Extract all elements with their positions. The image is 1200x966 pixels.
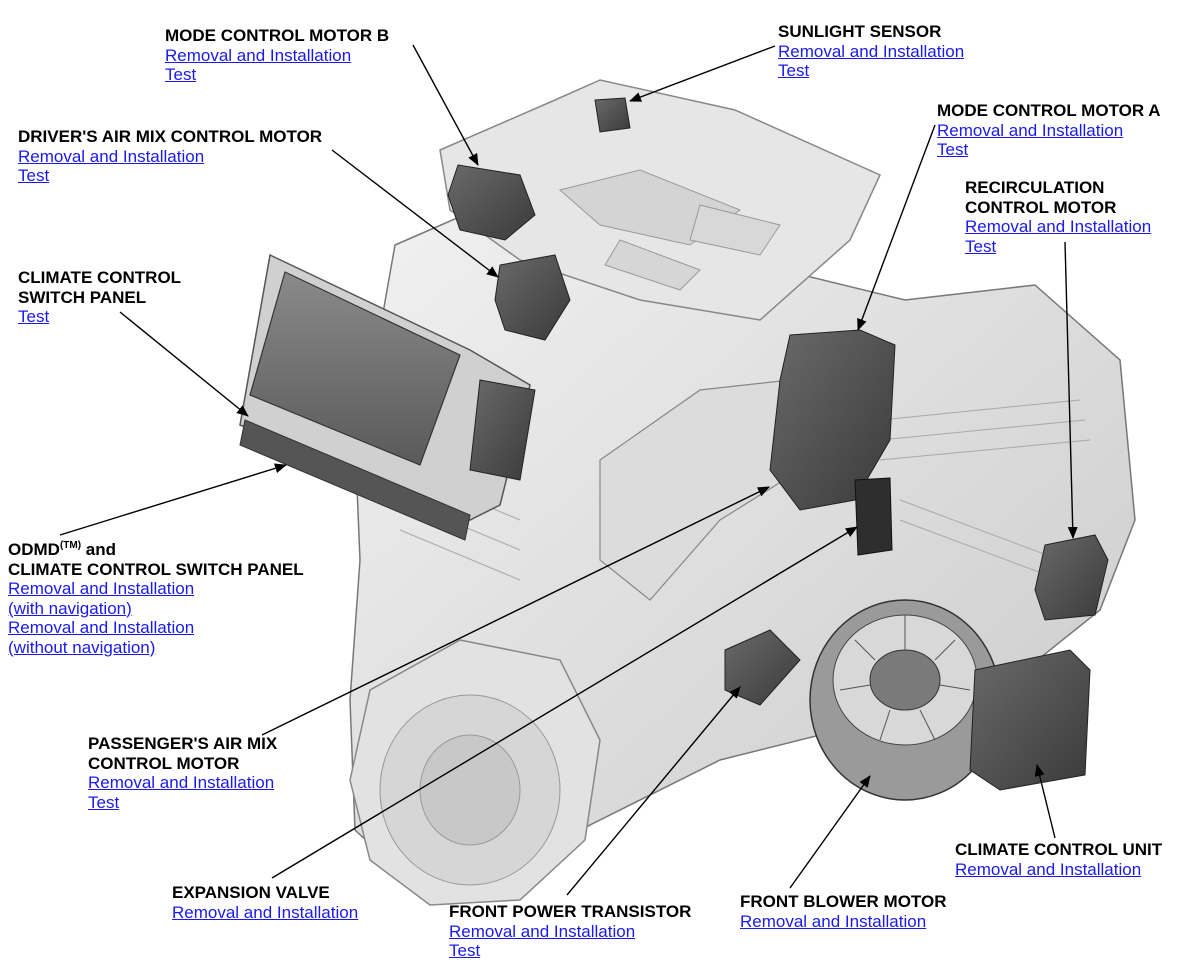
- removal-installation-link[interactable]: Removal and Installation: [778, 41, 965, 61]
- callout-title-line-1: CLIMATE CONTROL: [18, 268, 182, 287]
- with-navigation-link[interactable]: (with navigation): [8, 598, 132, 618]
- removal-installation-link[interactable]: Removal and Installation: [740, 911, 927, 931]
- removal-installation-with-navigation-link[interactable]: Removal and Installation: [8, 579, 195, 598]
- removal-installation-link[interactable]: Removal and Installation: [955, 859, 1142, 879]
- callout-front-blower-motor: FRONT BLOWER MOTOR Removal and Installat…: [740, 892, 947, 931]
- leader-recirc: [1064, 241, 1078, 539]
- removal-installation-link[interactable]: Removal and Installation: [18, 146, 205, 166]
- callout-expansion-valve: EXPANSION VALVE Removal and Installation: [172, 883, 358, 922]
- callout-sunlight-sensor: SUNLIGHT SENSOR Removal and Installation…: [778, 22, 964, 81]
- test-link[interactable]: Test: [778, 61, 810, 80]
- mode-control-motor-b-part: [447, 164, 536, 241]
- test-link[interactable]: Test: [449, 941, 481, 960]
- callout-title-line-2: SWITCH PANEL: [18, 287, 147, 307]
- callout-passengers-air-mix-control-motor: PASSENGER'S AIR MIX CONTROL MOTOR Remova…: [88, 734, 277, 812]
- callout-title-line-2: CONTROL MOTOR: [88, 753, 240, 773]
- leader-climate-unit: [1034, 764, 1056, 839]
- callout-title-line-1: RECIRCULATION: [965, 178, 1105, 197]
- test-link[interactable]: Test: [18, 307, 50, 326]
- callout-title: FRONT POWER TRANSISTOR: [449, 902, 692, 921]
- callout-title: CLIMATE CONTROL UNIT: [955, 840, 1163, 859]
- callout-title: EXPANSION VALVE: [172, 883, 330, 902]
- removal-installation-link[interactable]: Removal and Installation: [172, 902, 359, 922]
- leader-blower: [789, 775, 871, 889]
- leader-transistor: [566, 686, 741, 896]
- test-link[interactable]: Test: [937, 140, 969, 159]
- leader-expansion-valve: [271, 526, 858, 879]
- removal-installation-link[interactable]: Removal and Installation: [165, 45, 352, 65]
- test-link[interactable]: Test: [165, 65, 197, 84]
- leader-mode-a: [857, 124, 936, 331]
- leader-passenger-airmix: [261, 486, 770, 736]
- front-power-transistor-part: [724, 629, 801, 706]
- test-link[interactable]: Test: [18, 166, 50, 185]
- leader-lines: [59, 44, 1078, 896]
- callout-title: SUNLIGHT SENSOR: [778, 22, 942, 41]
- test-link[interactable]: Test: [88, 792, 120, 812]
- callout-title: DRIVER'S AIR MIX CONTROL MOTOR: [18, 127, 323, 146]
- callout-title-line-1: PASSENGER'S AIR MIX: [88, 734, 278, 753]
- leader-mode-b: [412, 44, 479, 166]
- climate-control-unit-part: [969, 649, 1091, 791]
- and-text: and: [81, 540, 117, 559]
- leader-switch-panel: [119, 311, 249, 417]
- removal-installation-link[interactable]: Removal and Installation: [449, 921, 636, 941]
- callout-climate-control-unit: CLIMATE CONTROL UNIT Removal and Install…: [955, 840, 1162, 879]
- trademark-mark: (TM): [59, 540, 82, 551]
- callout-title-line-1: ODMD(TM) and: [8, 540, 304, 560]
- callout-recirculation-control-motor: RECIRCULATION CONTROL MOTOR Removal and …: [965, 178, 1151, 256]
- callout-title: MODE CONTROL MOTOR A: [937, 101, 1161, 120]
- callout-title: FRONT BLOWER MOTOR: [740, 892, 947, 911]
- test-link[interactable]: Test: [965, 236, 997, 256]
- callout-title-line-2: CLIMATE CONTROL SWITCH PANEL: [8, 559, 304, 579]
- driver-air-mix-motor-part: [494, 254, 571, 341]
- sunlight-sensor-part: [594, 97, 631, 133]
- callout-climate-control-switch-panel: CLIMATE CONTROL SWITCH PANEL Test: [18, 268, 181, 327]
- callout-drivers-air-mix-control-motor: DRIVER'S AIR MIX CONTROL MOTOR Removal a…: [18, 127, 322, 186]
- without-navigation-link[interactable]: (without navigation): [8, 637, 156, 657]
- leader-odmd: [59, 463, 287, 536]
- expansion-valve-part: [854, 477, 893, 556]
- callout-front-power-transistor: FRONT POWER TRANSISTOR Removal and Insta…: [449, 902, 691, 961]
- recirculation-motor-part: [1034, 534, 1109, 621]
- callout-mode-control-motor-a: MODE CONTROL MOTOR A Removal and Install…: [937, 101, 1161, 160]
- leader-driver-airmix: [331, 149, 499, 278]
- callout-mode-control-motor-b: MODE CONTROL MOTOR B Removal and Install…: [165, 26, 389, 85]
- leader-sunlight: [629, 45, 776, 102]
- removal-installation-link[interactable]: Removal and Installation: [937, 120, 1124, 140]
- display-switch-panel: [239, 253, 536, 541]
- callout-odmd-and-switch-panel: ODMD(TM) and CLIMATE CONTROL SWITCH PANE…: [8, 540, 304, 657]
- callout-title-line-2: CONTROL MOTOR: [965, 197, 1117, 217]
- removal-installation-without-navigation-link[interactable]: Removal and Installation: [8, 618, 195, 637]
- front-blower-motor-part: [809, 599, 1001, 801]
- callout-title: MODE CONTROL MOTOR B: [165, 26, 390, 45]
- odmd-text: ODMD: [8, 540, 60, 559]
- mode-control-motor-a-part: [769, 329, 896, 511]
- removal-installation-link[interactable]: Removal and Installation: [88, 773, 275, 792]
- removal-installation-link[interactable]: Removal and Installation: [965, 217, 1152, 236]
- hvac-housing: [349, 79, 1136, 906]
